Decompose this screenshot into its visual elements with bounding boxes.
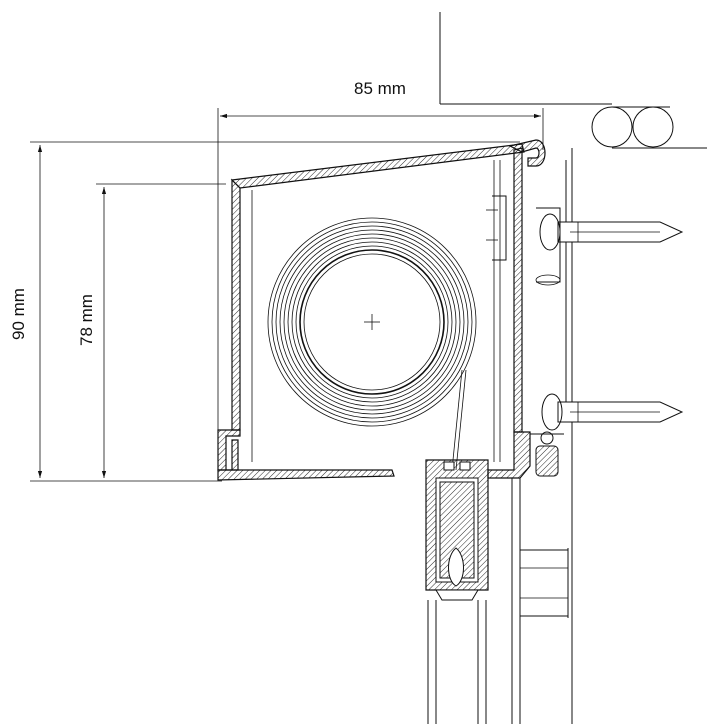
outer-height-dimension-label: 90 mm [9, 288, 28, 340]
spacer-bracket [486, 195, 507, 261]
roll-axis-cross [364, 314, 380, 330]
wall-outline [439, 12, 707, 724]
shutter-roll [267, 217, 477, 427]
inner-height-dimension-label: 78 mm [77, 294, 96, 346]
sealing-cord-circles [591, 106, 674, 148]
brush-seal [530, 431, 564, 477]
dimension-90mm: 90 mm [9, 141, 520, 482]
box-housing-profile [217, 139, 546, 481]
dimension-85mm: 85 mm [217, 79, 544, 478]
curtain-strap [451, 369, 467, 471]
width-dimension-label: 85 mm [354, 79, 406, 98]
fixing-screw-upper [535, 207, 684, 286]
dimension-78mm: 78 mm [77, 183, 226, 478]
end-slat-profile [425, 459, 489, 601]
window-handle-block [519, 548, 569, 618]
fixing-screw-lower [541, 393, 684, 431]
